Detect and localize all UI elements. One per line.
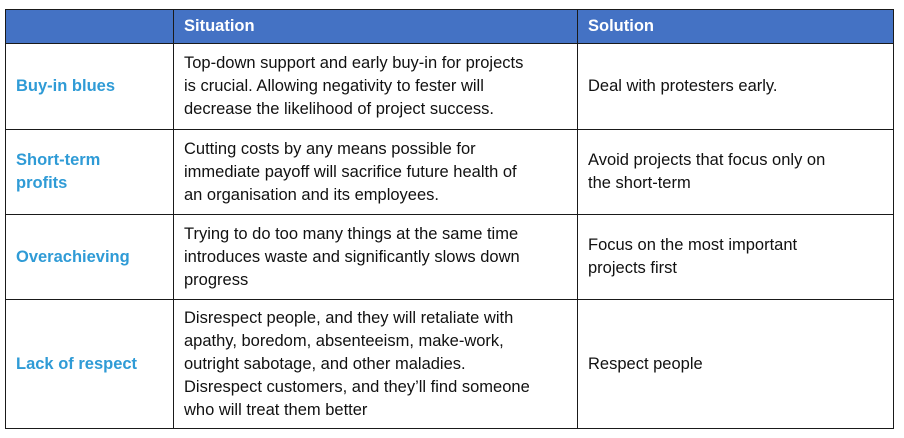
topic-text: Short-term <box>16 151 101 169</box>
row-topic-cell: Short-term profits <box>5 129 174 215</box>
row-situation-cell: Disrespect people, and they will retalia… <box>173 299 578 429</box>
row-situation-cell: Top-down support and early buy-in for pr… <box>173 43 578 130</box>
situation-line: Disrespect people, and they will retalia… <box>184 308 514 327</box>
table-row: Buy-in blues Top-down support and early … <box>5 43 894 130</box>
table-row: Short-term profits Cutting costs by any … <box>5 129 894 215</box>
row-solution-cell: Deal with protesters early. <box>577 43 894 130</box>
situation-line: is crucial. Allowing negativity to feste… <box>184 77 484 95</box>
table-body: Buy-in blues Top-down support and early … <box>5 43 894 429</box>
situation-line: who will treat them better <box>184 400 368 419</box>
solution-line: Focus on the most important <box>588 236 798 254</box>
row-situation-cell: Trying to do too many things at the same… <box>173 214 578 300</box>
topic-text: Overachieving <box>16 247 130 266</box>
table-row: Overachieving Trying to do too many thin… <box>5 214 894 300</box>
header-row: Situation Solution <box>5 9 894 44</box>
situation-line: introduces waste and significantly slows… <box>184 247 520 266</box>
situation-line: immediate payoff will sacrifice future h… <box>184 162 517 181</box>
situation-line: an organisation and its employees. <box>184 185 439 204</box>
header-situation-cell: Situation <box>173 9 578 44</box>
row-solution-cell: Avoid projects that focus only on the sh… <box>577 129 894 215</box>
header-topic-cell <box>5 9 174 44</box>
situation-line: decrease the likelihood of project succe… <box>184 100 495 118</box>
situation-line: Disrespect customers, and they’ll find s… <box>184 377 530 396</box>
table-header: Situation Solution <box>5 9 894 44</box>
header-solution-cell: Solution <box>577 9 894 44</box>
situation-line: Trying to do too many things at the same… <box>184 224 519 243</box>
situation-line: apathy, boredom, absenteeism, make-work, <box>184 331 504 350</box>
comparison-table: Situation Solution Buy-in blues Top-down… <box>5 9 894 429</box>
row-situation-cell: Cutting costs by any means possible for … <box>173 129 578 215</box>
row-topic-cell: Buy-in blues <box>5 43 174 130</box>
situation-line: progress <box>184 270 249 289</box>
solution-line: Avoid projects that focus only on <box>588 151 826 169</box>
solution-line: Deal with protesters early. <box>588 77 778 95</box>
row-topic-cell: Overachieving <box>5 214 174 300</box>
situation-line: Cutting costs by any means possible for <box>184 139 476 158</box>
solution-line: the short-term <box>588 174 691 192</box>
topic-text: profits <box>16 174 68 192</box>
topic-text: Lack of respect <box>16 354 138 373</box>
row-topic-cell: Lack of respect <box>5 299 174 429</box>
solution-line: projects first <box>588 259 677 277</box>
situation-line: Top-down support and early buy-in for pr… <box>184 54 524 72</box>
solution-line: Respect people <box>588 354 703 373</box>
topic-text: Buy-in blues <box>16 77 116 95</box>
situation-line: outright sabotage, and other maladies. <box>184 354 466 373</box>
table-row: Lack of respect Disrespect people, and t… <box>5 299 894 429</box>
row-solution-cell: Respect people <box>577 299 894 429</box>
row-solution-cell: Focus on the most important projects fir… <box>577 214 894 300</box>
